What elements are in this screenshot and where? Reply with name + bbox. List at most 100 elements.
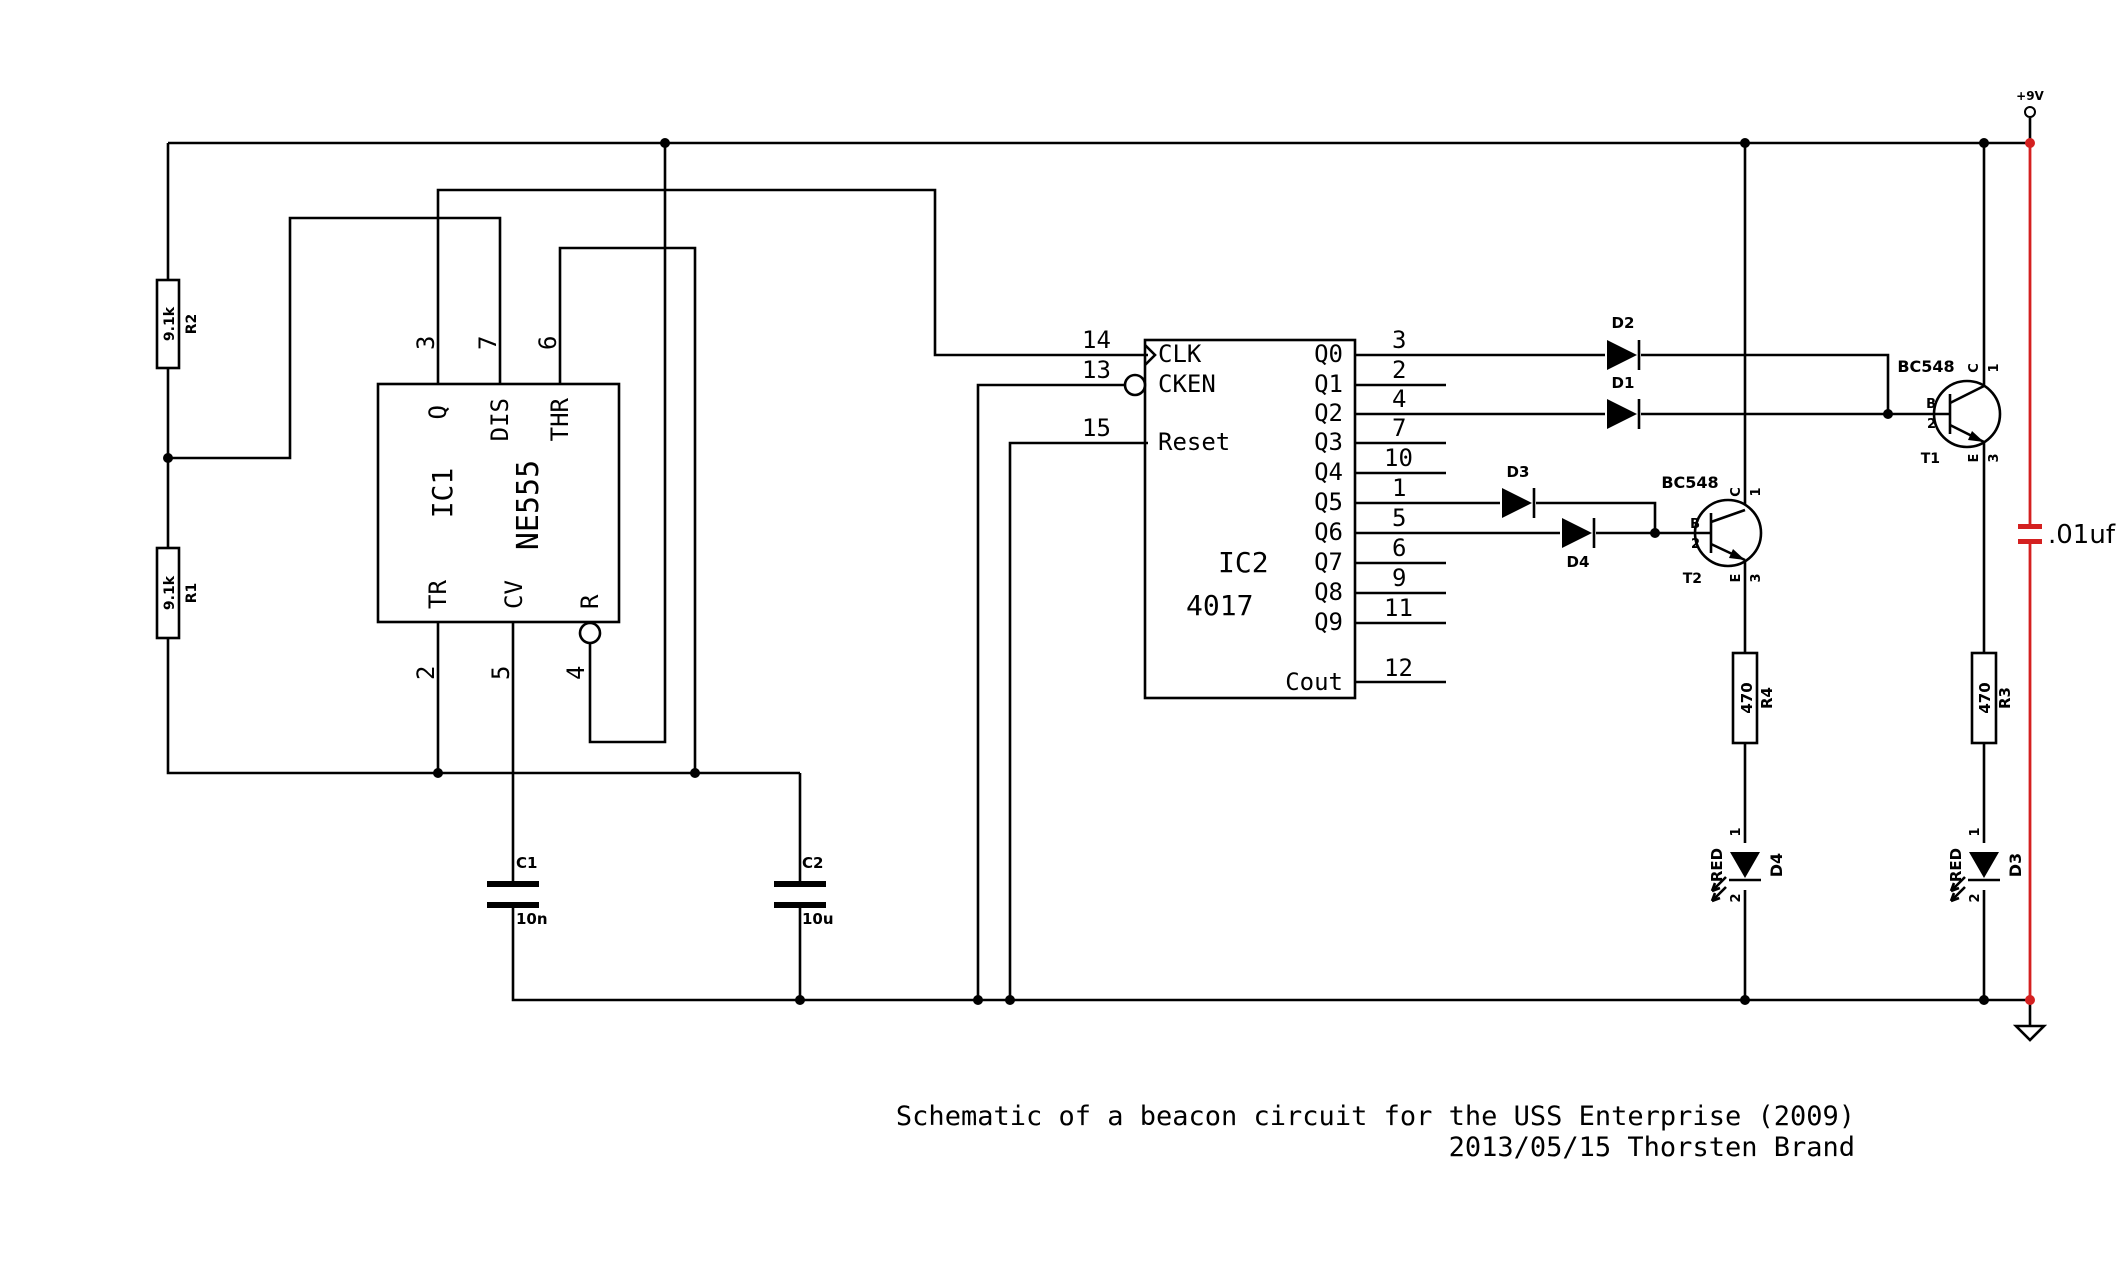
r1-value: 9.1k xyxy=(162,575,178,610)
diode-d4: D4 xyxy=(1562,518,1596,571)
extra-cap-value: .01uf xyxy=(2048,520,2116,550)
ic1-pin-r: R xyxy=(576,594,604,609)
diode-d1: D1 xyxy=(1607,374,1641,429)
capacitor-c2: C2 10u xyxy=(774,854,834,928)
ic2-out-num: 1 xyxy=(1392,474,1406,502)
ic2-out-num: 4 xyxy=(1392,385,1406,413)
led-d4-ref: D4 xyxy=(1767,853,1786,877)
led-d4: RED D4 1 2 xyxy=(1708,827,1786,902)
junctions xyxy=(163,138,1989,1005)
t1-e: E xyxy=(1967,454,1982,463)
wires xyxy=(166,118,2048,1042)
t2-e: E xyxy=(1729,574,1744,583)
led-d4-pin2: 2 xyxy=(1729,893,1744,902)
r2-ref: R2 xyxy=(184,314,200,335)
t1-pin-b: 2 xyxy=(1927,417,1936,432)
t1-pin-e: 3 xyxy=(1987,453,2002,462)
ic1-pin-thr: THR xyxy=(546,397,574,441)
ic2-pinnum-reset: 15 xyxy=(1082,414,1111,442)
resistor-r1: 9.1k R1 xyxy=(155,546,200,640)
led-d3-color: RED xyxy=(1947,848,1965,882)
ic1-pinnum-cv: 5 xyxy=(487,666,515,680)
ic2-part: 4017 xyxy=(1186,589,1253,622)
ic2-pin-reset: Reset xyxy=(1158,428,1230,456)
resistor-r2: 9.1k R2 xyxy=(155,278,200,370)
t2-pin-c: 1 xyxy=(1749,487,1764,496)
ic1-pinnum-tr: 2 xyxy=(412,666,440,680)
ic1-pinnum-r: 4 xyxy=(562,666,590,680)
ic2-out-label: Q2 xyxy=(1314,399,1343,427)
ic1-pinnum-q: 3 xyxy=(412,336,440,350)
ic2-ref: IC2 xyxy=(1218,546,1269,579)
transistor-t1: BC548 B 2 T1 C 1 E 3 xyxy=(1897,357,2002,467)
t1-c: C xyxy=(1967,363,1982,373)
ic2-pinnum-clk: 14 xyxy=(1082,326,1111,354)
extra-capacitor: .01uf xyxy=(2018,138,2116,1005)
t2-pin-b: 2 xyxy=(1691,537,1700,552)
t2-ref: T2 xyxy=(1683,571,1702,587)
t2-pin-e: 3 xyxy=(1749,573,1764,582)
c1-ref: C1 xyxy=(516,854,537,872)
t1-b: B xyxy=(1926,397,1936,412)
diode-d2: D2 xyxy=(1607,314,1641,370)
ic2-out-num: 10 xyxy=(1384,444,1413,472)
r1-ref: R1 xyxy=(184,583,200,604)
ic2-out-num: 11 xyxy=(1384,594,1413,622)
ic1-part: NE555 xyxy=(511,460,546,550)
ic2-4017: IC2 4017 CLK CKEN Reset 14 13 15 Q0 Q1 Q… xyxy=(1082,326,1413,700)
ic2-pin-cken: CKEN xyxy=(1158,370,1216,398)
ic1-pin-tr: TR xyxy=(424,580,452,609)
diagram-title: Schematic of a beacon circuit for the US… xyxy=(896,1101,1855,1132)
led-d4-color: RED xyxy=(1708,848,1726,882)
capacitor-c1: C1 10n xyxy=(487,854,548,928)
resistor-r3: 470 R3 xyxy=(1970,651,2014,745)
ic2-out-label: Q5 xyxy=(1314,488,1343,516)
t2-part: BC548 xyxy=(1661,473,1718,492)
r3-ref: R3 xyxy=(1996,687,2014,709)
led-d3-pin1: 1 xyxy=(1968,827,1983,836)
r3-value: 470 xyxy=(1976,682,1994,713)
led-d4-pin1: 1 xyxy=(1729,827,1744,836)
ic1-pinnum-dis: 7 xyxy=(474,336,502,350)
ic2-out-label: Q4 xyxy=(1314,458,1343,486)
ic2-out-num: 5 xyxy=(1392,504,1406,532)
ic2-out-num: 2 xyxy=(1392,356,1406,384)
r2-value: 9.1k xyxy=(162,306,178,341)
ic2-out-label: Q0 xyxy=(1314,340,1343,368)
ic1-pinnum-thr: 6 xyxy=(534,336,562,350)
d1-ref: D1 xyxy=(1612,374,1635,392)
resistor-r4: 470 R4 xyxy=(1731,651,1776,745)
power-label: +9V xyxy=(2016,89,2044,103)
ic2-out-label: Q1 xyxy=(1314,370,1343,398)
ic2-out-label: Q6 xyxy=(1314,518,1343,546)
diode-d3: D3 xyxy=(1502,463,1536,518)
ic2-pin-clk: CLK xyxy=(1158,340,1202,368)
ic2-out-num: 12 xyxy=(1384,654,1413,682)
r4-ref: R4 xyxy=(1758,687,1776,709)
led-d3: RED D3 1 2 xyxy=(1947,827,2025,902)
t1-pin-c: 1 xyxy=(1987,363,2002,372)
ic1-ne555: IC1 NE555 Q DIS THR TR CV R 3 7 6 2 5 4 xyxy=(376,336,621,680)
ic2-pinnum-cken: 13 xyxy=(1082,356,1111,384)
ic2-out-num: 7 xyxy=(1392,414,1406,442)
d2-ref: D2 xyxy=(1612,314,1635,332)
ic2-out-num: 9 xyxy=(1392,564,1406,592)
c2-ref: C2 xyxy=(802,854,823,872)
led-d3-ref: D3 xyxy=(2006,853,2025,877)
ic1-pin-cv: CV xyxy=(500,580,528,609)
ic2-out-label: Q8 xyxy=(1314,578,1343,606)
power-terminal: +9V xyxy=(2016,89,2045,118)
ic2-out-label: Q7 xyxy=(1314,548,1343,576)
d4-ref: D4 xyxy=(1567,553,1590,571)
c1-value: 10n xyxy=(516,910,548,928)
c2-value: 10u xyxy=(802,910,834,928)
ic2-out-num: 3 xyxy=(1392,326,1406,354)
transistor-t2: BC548 B 2 T2 C 1 E 3 xyxy=(1661,473,1764,587)
d3-ref: D3 xyxy=(1507,463,1530,481)
r4-value: 470 xyxy=(1738,682,1756,713)
ic2-out-label: Cout xyxy=(1285,668,1343,696)
t1-part: BC548 xyxy=(1897,357,1954,376)
t2-b: B xyxy=(1690,517,1700,532)
led-d3-pin2: 2 xyxy=(1968,893,1983,902)
